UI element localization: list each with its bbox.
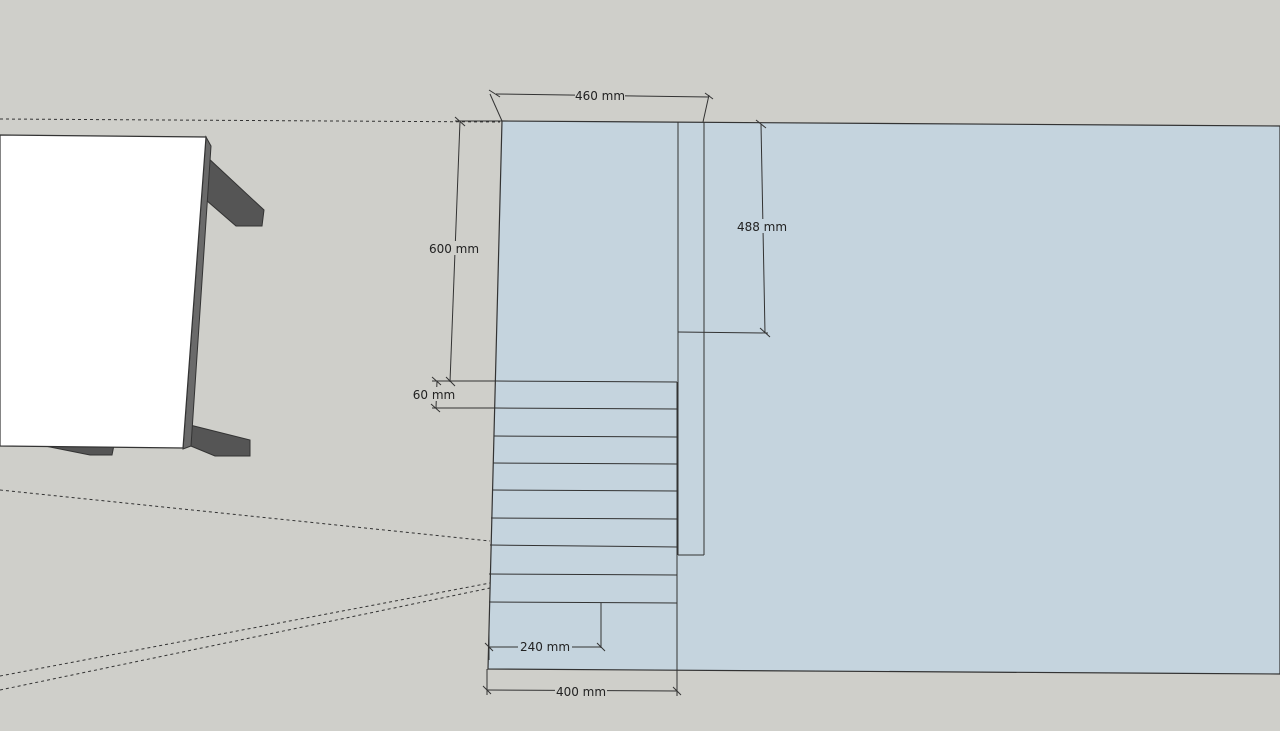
tick-mark [596, 642, 606, 652]
slat-line [491, 489, 678, 492]
dimension-label-400: 400 mm [556, 685, 606, 699]
slat-line [490, 517, 678, 520]
table-top [0, 134, 207, 449]
extension-line [677, 331, 769, 334]
tick-mark [430, 403, 441, 413]
guide-line-top [0, 118, 501, 123]
tick-mark [755, 119, 767, 129]
tick-mark [482, 685, 492, 695]
dimension-label-600: 600 mm [429, 242, 479, 256]
slat-line [492, 462, 678, 465]
tick-mark [759, 327, 771, 338]
slat-line [489, 544, 678, 548]
dimension-label-240: 240 mm [520, 640, 570, 654]
guide-line-middle [0, 489, 491, 542]
shelf-structure[interactable] [600, 122, 705, 669]
label-bg [428, 241, 480, 255]
tick-mark [704, 92, 714, 100]
tick-mark [484, 642, 494, 652]
guide-line-lower-1 [0, 582, 491, 677]
label-bg [412, 387, 456, 401]
dimension-label-60: 60 mm [413, 388, 455, 402]
slat-line [488, 573, 678, 576]
tick-mark [431, 376, 442, 386]
tick-mark [454, 116, 466, 127]
guide-lines [0, 118, 501, 691]
slats[interactable] [488, 380, 678, 604]
extension-line [489, 93, 503, 122]
slat-line [493, 435, 678, 438]
tick-mark [488, 89, 501, 98]
label-bg [555, 684, 607, 698]
slat-line [488, 601, 678, 604]
dimension-label-488: 488 mm [737, 220, 787, 234]
tick-mark [672, 686, 682, 696]
wall-panel[interactable] [487, 120, 1280, 675]
label-bg [575, 88, 625, 102]
slat-line [495, 380, 678, 383]
label-bg [736, 219, 788, 233]
dimension-label-460: 460 mm [575, 89, 625, 103]
slat-line [494, 407, 678, 410]
table[interactable] [0, 134, 265, 457]
extension-line [702, 94, 710, 123]
label-bg [518, 639, 572, 653]
